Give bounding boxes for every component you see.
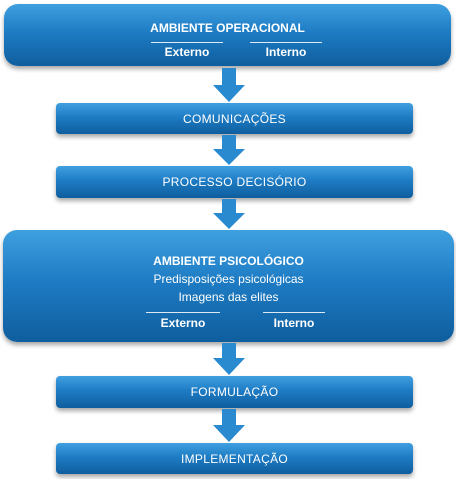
decision-process-box: PROCESSO DECISÓRIO <box>56 166 413 198</box>
down-arrow-icon <box>213 68 245 102</box>
operational-internal-label: Interno <box>265 45 307 59</box>
operational-environment-title: AMBIENTE OPERACIONAL <box>150 21 305 35</box>
formulation-label: FORMULAÇÃO <box>190 385 279 399</box>
psychological-right-rule <box>263 312 325 313</box>
psychological-elite-images: Imagens das elites <box>178 290 279 304</box>
decision-process-label: PROCESSO DECISÓRIO <box>162 175 307 189</box>
communications-box: COMUNICAÇÕES <box>56 103 413 134</box>
psychological-external-label: Externo <box>160 316 206 330</box>
down-arrow-icon <box>213 343 245 375</box>
psychological-internal-label: Interno <box>273 316 315 330</box>
operational-environment-box: AMBIENTE OPERACIONAL Externo Interno <box>4 4 451 66</box>
psychological-environment-title: AMBIENTE PSICOLÓGICO <box>153 254 304 268</box>
implementation-box: IMPLEMENTAÇÃO <box>56 443 413 474</box>
psychological-left-rule <box>146 312 220 313</box>
operational-left-rule <box>151 42 223 43</box>
psychological-predispositions: Predisposições psicológicas <box>153 272 304 286</box>
down-arrow-icon <box>213 135 245 165</box>
down-arrow-icon <box>213 409 245 442</box>
operational-right-rule <box>250 42 322 43</box>
communications-label: COMUNICAÇÕES <box>183 111 286 126</box>
down-arrow-icon <box>213 199 245 229</box>
formulation-box: FORMULAÇÃO <box>56 376 413 408</box>
implementation-label: IMPLEMENTAÇÃO <box>180 451 289 466</box>
operational-external-label: Externo <box>164 45 210 59</box>
psychological-environment-box: AMBIENTE PSICOLÓGICO Predisposições psic… <box>3 230 454 342</box>
